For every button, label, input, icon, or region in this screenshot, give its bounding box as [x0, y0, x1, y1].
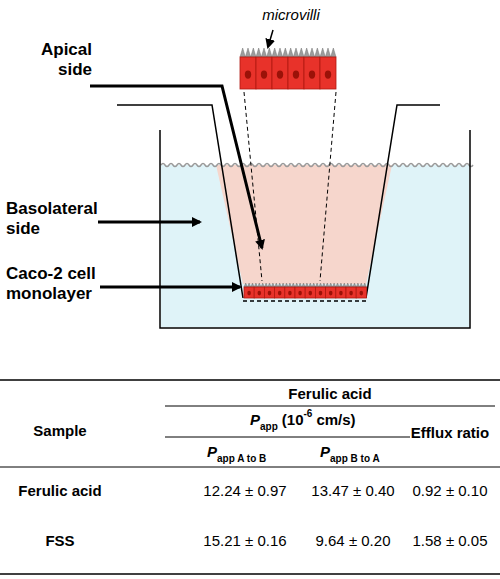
table-header: app B to A	[330, 453, 380, 465]
nucleus	[268, 291, 272, 296]
table-header: P	[320, 443, 330, 460]
table-header: (10	[282, 411, 304, 428]
nucleus	[339, 291, 343, 296]
microvillus	[264, 283, 274, 287]
table-header: Efflux ratio	[411, 424, 489, 441]
microvillus	[304, 48, 320, 57]
cell	[315, 287, 325, 298]
nucleus	[293, 70, 299, 78]
region-label: Basolateral side	[6, 199, 106, 238]
nucleus	[360, 291, 364, 296]
table-cell: FSS	[45, 532, 74, 549]
table-header: app	[260, 421, 278, 433]
table-header: Sample	[33, 422, 86, 439]
microvillus	[240, 48, 256, 57]
microvillus	[256, 48, 272, 57]
cell	[240, 57, 256, 89]
table-cell: 15.21 ± 0.16	[203, 532, 286, 549]
annotation-label: microvilli	[262, 6, 320, 23]
nucleus	[325, 70, 331, 78]
zoom-line	[320, 92, 336, 281]
table-rule	[0, 573, 500, 575]
leader-arrow	[90, 86, 262, 248]
microvillus	[288, 48, 304, 57]
table-header: cm/s)	[316, 411, 355, 428]
microvillus	[346, 283, 356, 287]
region-label: Caco-2 cell monolayer	[6, 264, 106, 303]
nucleus	[349, 291, 353, 296]
cell	[244, 287, 254, 298]
cell	[346, 287, 356, 298]
medium-surface	[161, 164, 473, 167]
nucleus	[278, 291, 282, 296]
nucleus	[288, 291, 292, 296]
microvillus	[356, 283, 366, 287]
table-rule	[0, 379, 500, 381]
cell-group	[240, 48, 366, 298]
cell	[275, 287, 285, 298]
cell	[326, 287, 336, 298]
microvillus	[295, 283, 305, 287]
cell	[295, 287, 305, 298]
table-header: app A to B	[217, 453, 266, 465]
cell	[336, 287, 346, 298]
nucleus	[247, 291, 251, 296]
nucleus	[319, 291, 323, 296]
microvillus	[285, 283, 295, 287]
nucleus	[258, 291, 262, 296]
insert-wall	[117, 105, 243, 298]
microvillus	[254, 283, 264, 287]
cell	[304, 57, 320, 89]
table-cell: 13.47 ± 0.40	[311, 482, 394, 499]
basolateral-medium	[161, 165, 469, 327]
cell	[285, 287, 295, 298]
cell	[272, 57, 288, 89]
table-header: Ferulic acid	[288, 385, 371, 402]
microvillus	[326, 283, 336, 287]
region-label: Apical side	[32, 40, 92, 79]
table-rule	[165, 406, 495, 407]
membrane	[243, 300, 367, 302]
apical-medium	[216, 165, 392, 284]
table-rule	[165, 437, 410, 438]
table-cell: Ferulic acid	[18, 482, 101, 499]
microvillus	[315, 283, 325, 287]
table-cell: 0.92 ± 0.10	[413, 482, 488, 499]
table-header: P	[250, 411, 260, 428]
nucleus	[298, 291, 302, 296]
table-header: -6	[303, 408, 312, 420]
table-header: P	[207, 443, 217, 460]
leader-arrow	[268, 30, 273, 47]
leader-arrow	[98, 221, 200, 224]
nucleus	[309, 291, 313, 296]
cell	[305, 287, 315, 298]
microvillus	[244, 283, 254, 287]
cell	[356, 287, 366, 298]
table-rule	[0, 467, 500, 468]
nucleus	[261, 70, 267, 78]
nucleus	[245, 70, 251, 78]
table-cell: 12.24 ± 0.97	[203, 482, 286, 499]
nucleus	[329, 291, 333, 296]
microvillus	[275, 283, 285, 287]
cell	[320, 57, 336, 89]
cell	[288, 57, 304, 89]
microvillus	[336, 283, 346, 287]
cell	[264, 287, 274, 298]
leader-arrow	[100, 286, 240, 289]
insert-wall	[366, 105, 440, 298]
cell	[256, 57, 272, 89]
microvillus	[320, 48, 336, 57]
cell	[254, 287, 264, 298]
microvillus	[272, 48, 288, 57]
nucleus	[309, 70, 315, 78]
table-cell: 9.64 ± 0.20	[316, 532, 391, 549]
microvillus	[305, 283, 315, 287]
well-wall	[160, 130, 470, 328]
table-cell: 1.58 ± 0.05	[413, 532, 488, 549]
nucleus	[277, 70, 283, 78]
